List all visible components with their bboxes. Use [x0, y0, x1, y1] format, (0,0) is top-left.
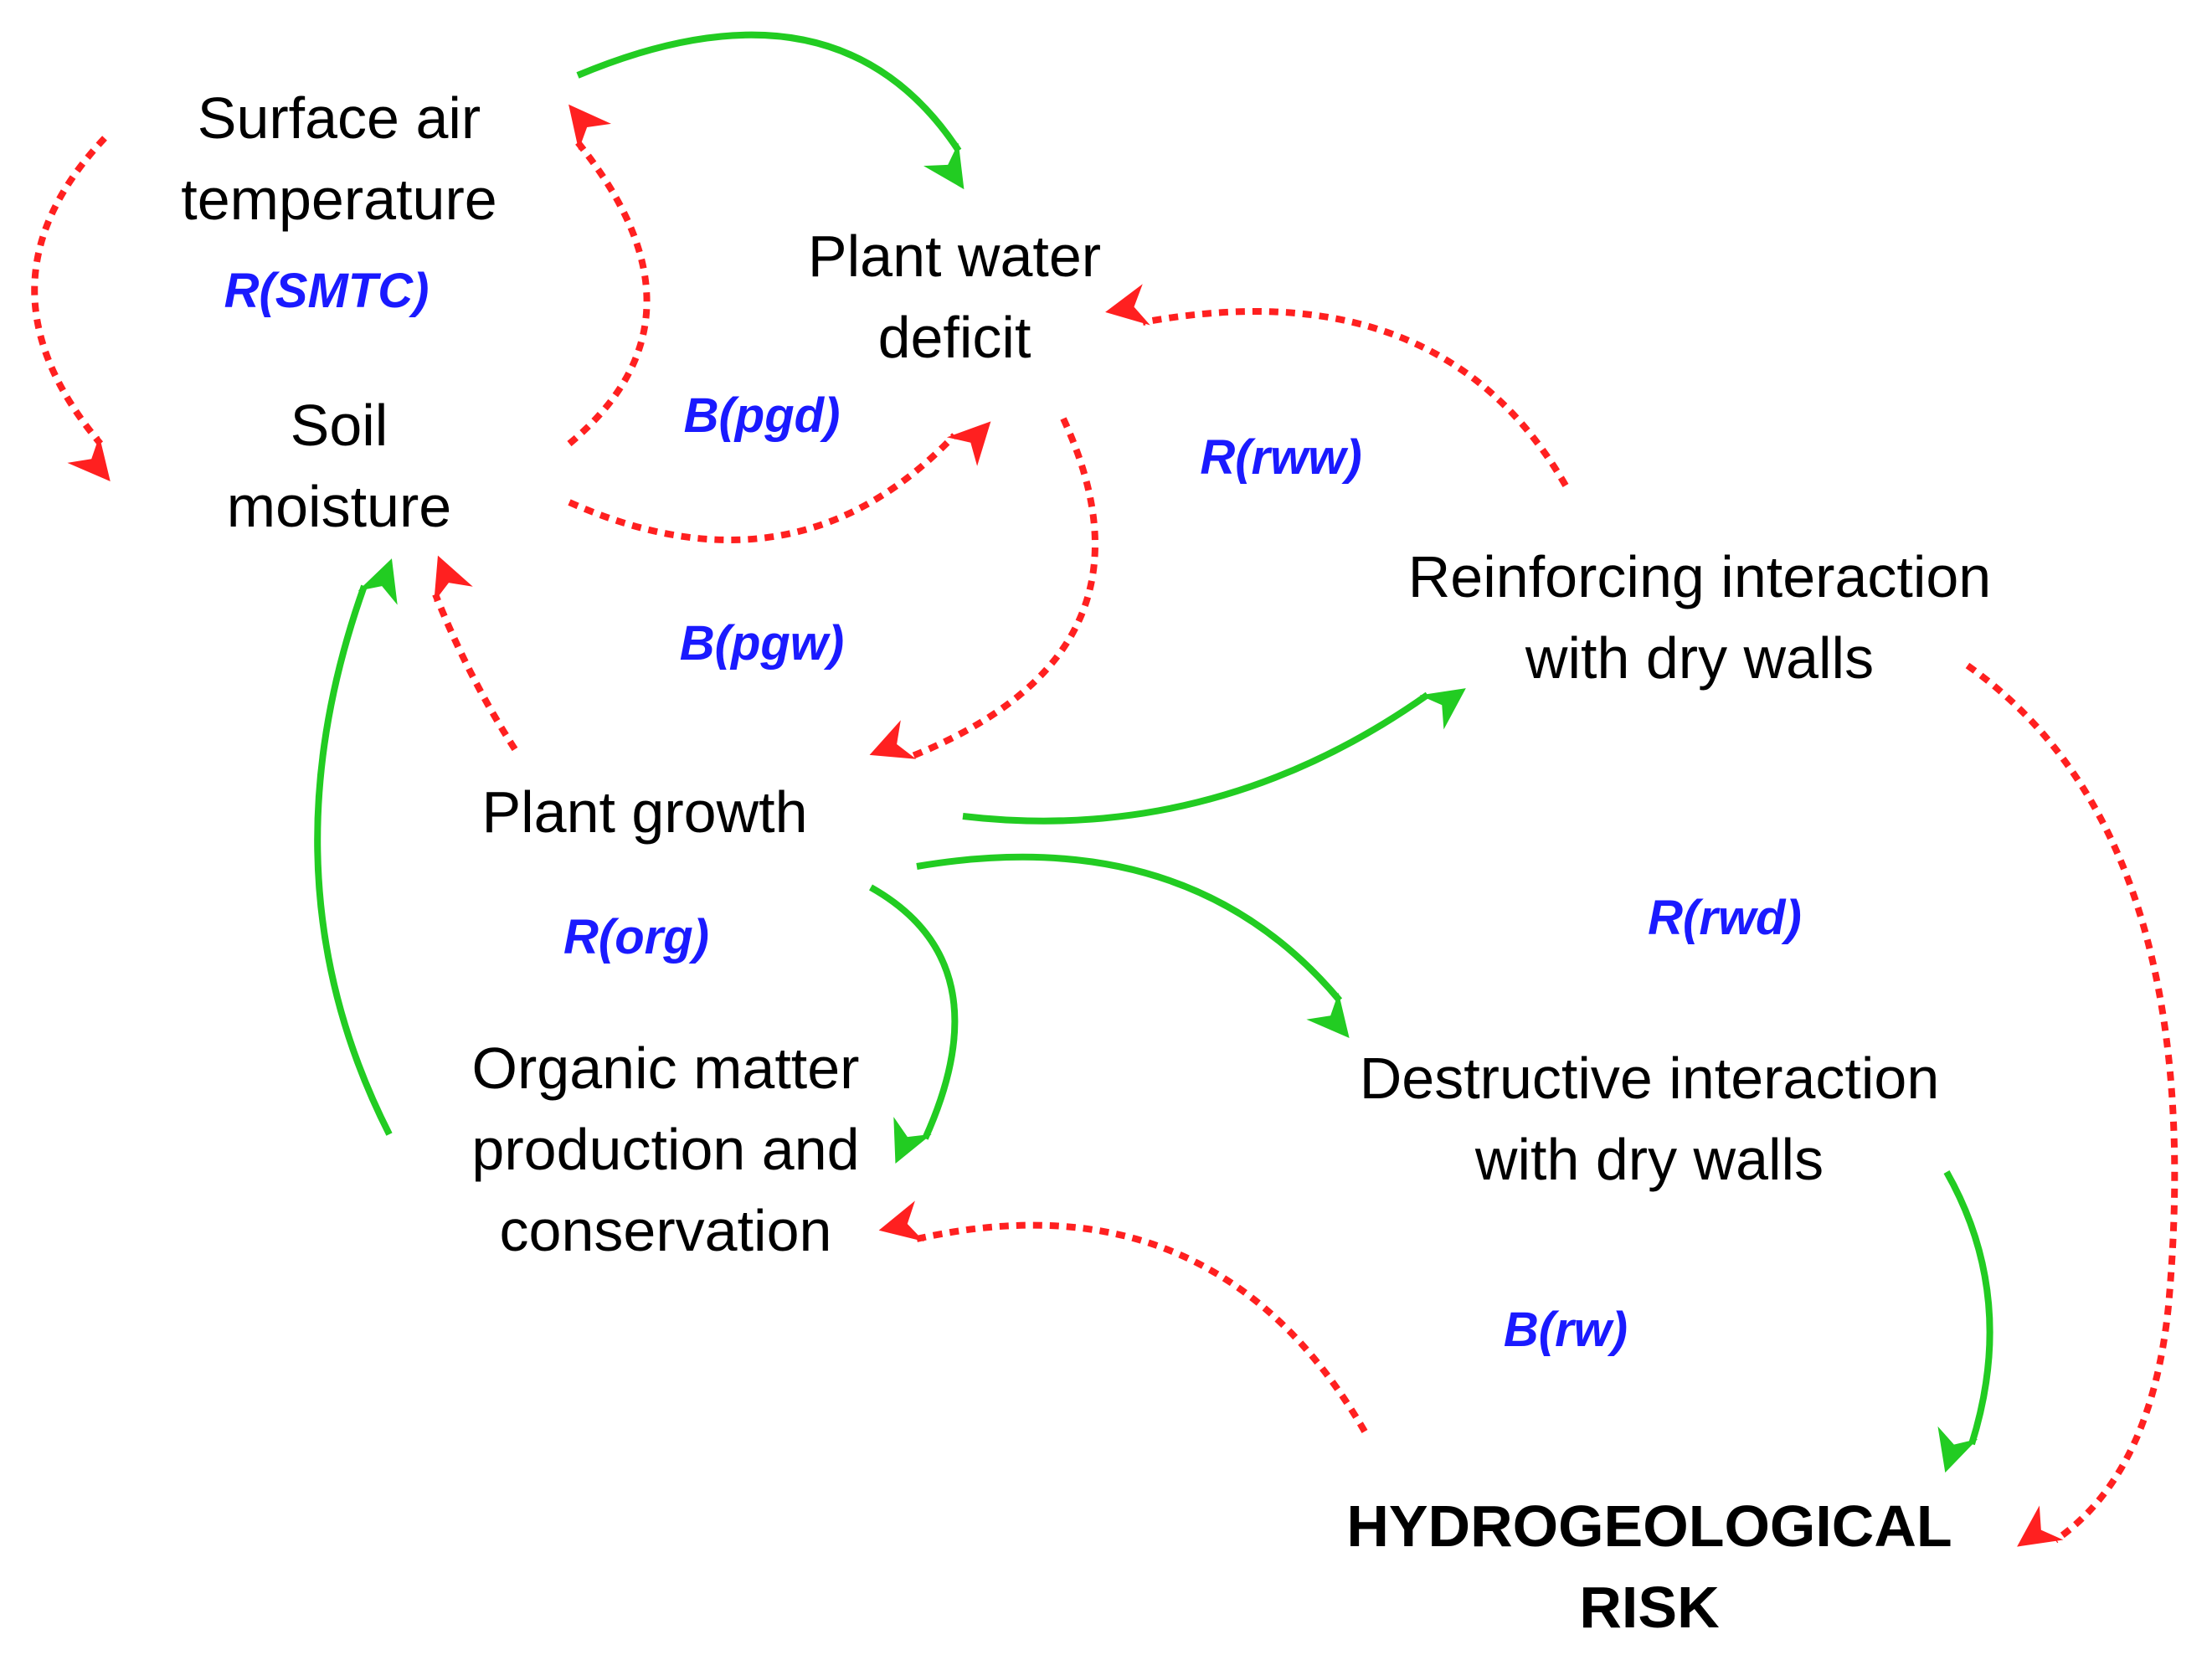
loop-label-rw: B(rw) — [1503, 1303, 1628, 1357]
loop-label-pgw: B(pgw) — [679, 616, 845, 671]
node-organic-matter: Organic matter production and conservati… — [410, 1028, 921, 1272]
node-line: Organic matter — [471, 1036, 860, 1101]
link-temperature-to-water-deficit — [576, 31, 965, 190]
node-line: Soil — [290, 393, 388, 458]
node-line: Surface air — [197, 85, 481, 151]
node-line: with dry walls — [1474, 1127, 1824, 1192]
link-destructive-to-risk — [1937, 1170, 1993, 1473]
node-destructive-interaction: Destructive interaction with dry walls — [1289, 1038, 2009, 1200]
link-organic-to-soil — [314, 558, 398, 1136]
link-growth-to-reinforcing — [962, 688, 1466, 825]
link-water-deficit-to-growth — [869, 417, 1098, 761]
link-temperature-to-soil — [31, 136, 111, 482]
node-line: moisture — [226, 474, 452, 539]
node-line: Plant growth — [481, 779, 808, 845]
node-line: Plant water — [807, 224, 1102, 289]
link-reinforcing-to-risk — [1965, 662, 2179, 1547]
link-soil-to-temperature — [567, 104, 651, 447]
node-reinforcing-interaction: Reinforcing interaction with dry walls — [1340, 537, 2060, 699]
node-plant-growth: Plant growth — [435, 772, 854, 853]
node-line: deficit — [877, 305, 1031, 370]
loop-label-rwd: R(rwd) — [1648, 891, 1802, 945]
loop-label-smtc: R(SMTC) — [224, 264, 430, 318]
node-line: temperature — [181, 167, 497, 232]
node-line: Reinforcing interaction — [1407, 544, 1992, 609]
link-growth-to-organic — [869, 884, 959, 1164]
loop-label-org: R(org) — [563, 910, 709, 964]
node-line: with dry walls — [1525, 625, 1875, 691]
node-line: HYDROGEOLOGICAL — [1346, 1493, 1952, 1559]
link-risk-to-organic — [878, 1200, 1368, 1434]
node-surface-air-temperature: Surface air temperature — [151, 78, 527, 240]
node-soil-moisture: Soil moisture — [167, 385, 511, 547]
node-line: conservation — [499, 1198, 832, 1263]
node-hydrogeological-risk: HYDROGEOLOGICAL RISK — [1273, 1486, 2026, 1648]
node-line: Destructive interaction — [1359, 1046, 1940, 1111]
loop-label-pgd: B(pgd) — [683, 388, 841, 443]
link-growth-to-soil — [432, 555, 518, 752]
link-soil-to-water-deficit — [568, 421, 991, 543]
link-reinforcing-to-water-deficit — [1105, 284, 1569, 488]
node-plant-water-deficit: Plant water deficit — [754, 216, 1155, 378]
loop-label-rww: R(rww) — [1200, 430, 1362, 485]
link-growth-to-destructive — [916, 853, 1350, 1039]
node-line: production and — [471, 1117, 860, 1182]
node-line: RISK — [1579, 1575, 1720, 1640]
